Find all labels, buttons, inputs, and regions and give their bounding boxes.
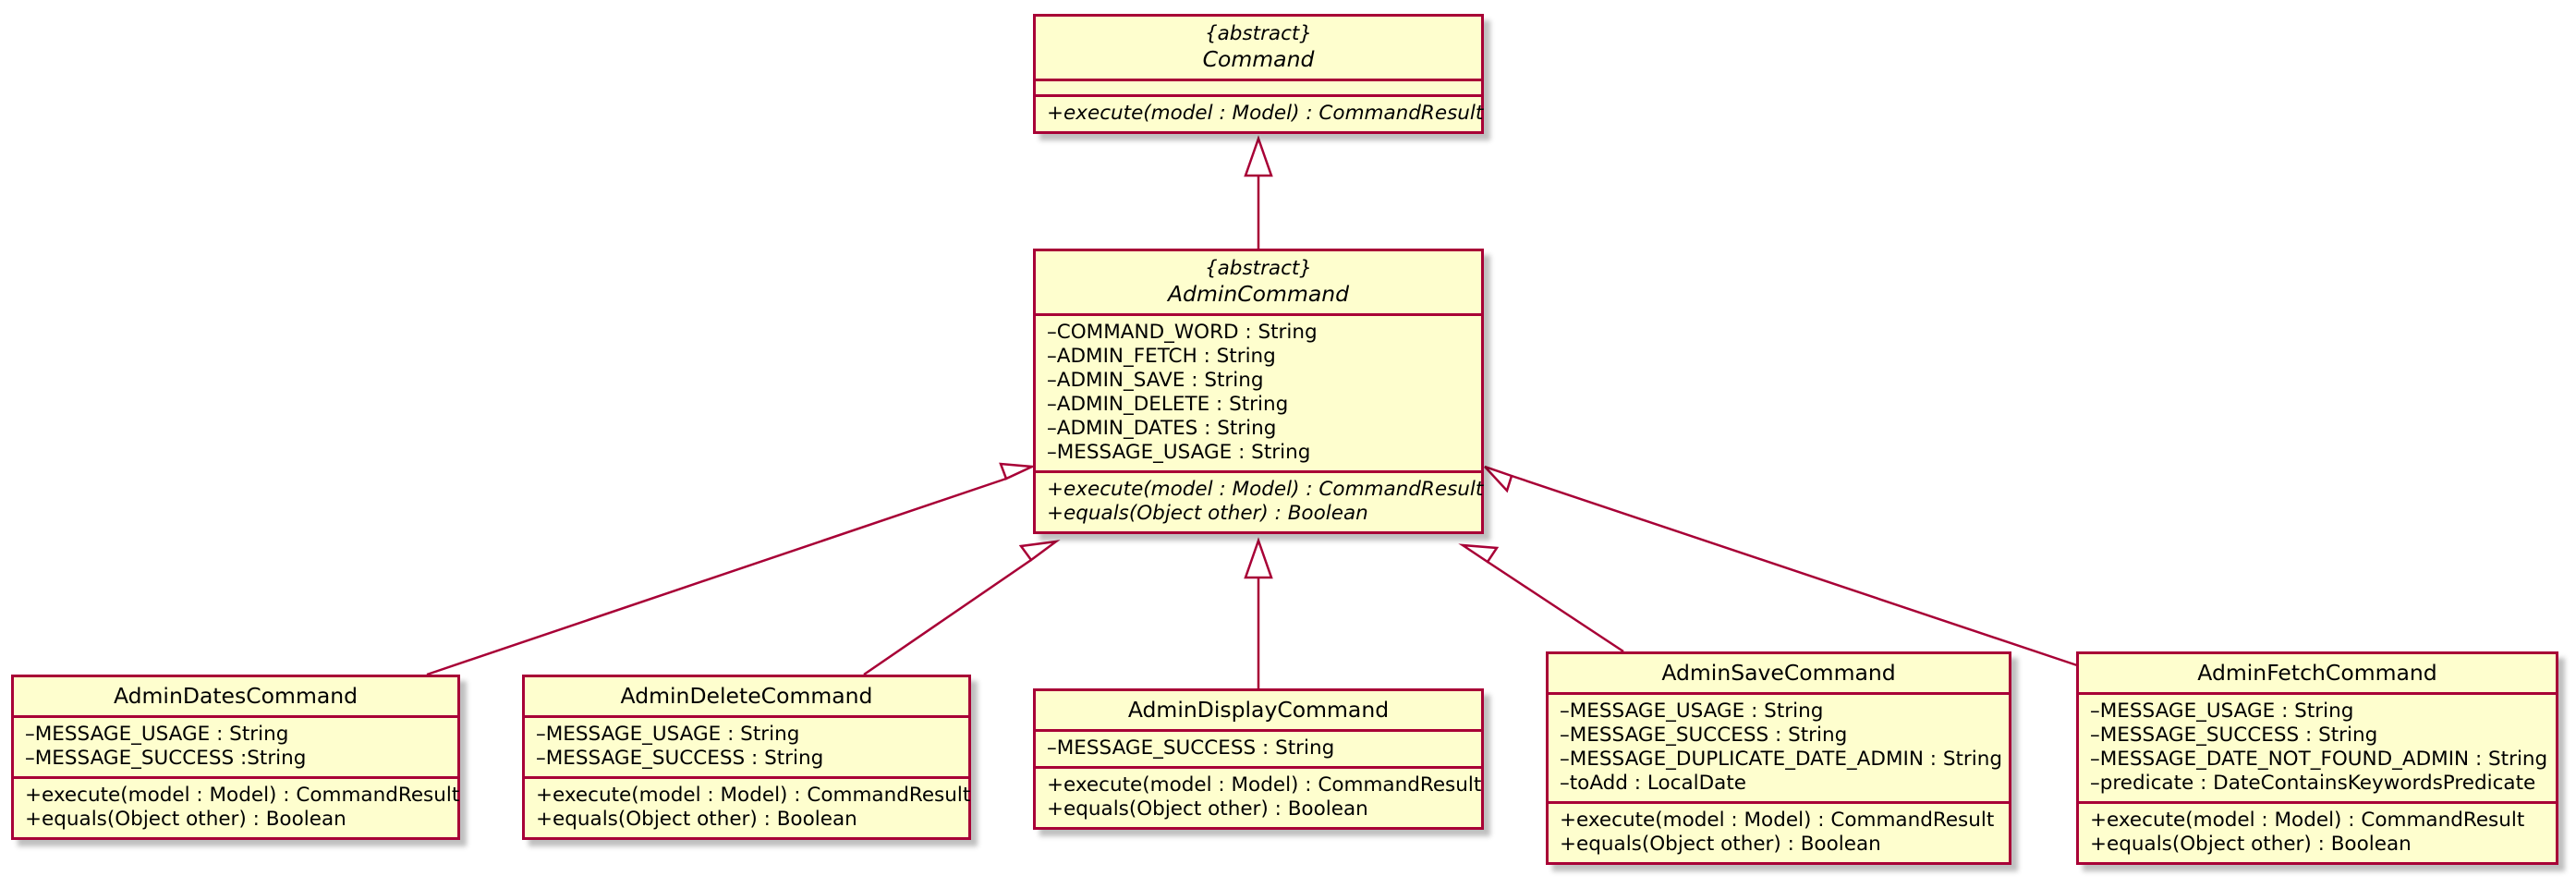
attribute-row: –ADMIN_FETCH : String (1047, 345, 1276, 368)
method-row: +equals(Object other) : Boolean (2090, 833, 2412, 856)
class-admin-command: {abstract} AdminCommand –COMMAND_WORD : … (1033, 249, 1484, 534)
methods-section: +execute(model : Model) : CommandResult … (1036, 766, 1481, 827)
method-row: +execute(model : Model) : CommandResult (25, 784, 460, 807)
inheritance-arrowhead-admindelete (1018, 540, 1061, 562)
class-name: AdminCommand (1167, 281, 1350, 307)
attributes-section (1036, 79, 1481, 94)
inheritance-arrowhead-admindisplay (1244, 537, 1273, 579)
methods-section: +execute(model : Model) : CommandResult … (14, 776, 460, 837)
inheritance-arrowhead-admindates (999, 462, 1037, 480)
methods-section: +execute(model : Model) : CommandResult … (1036, 470, 1484, 531)
methods-section: +execute(model : Model) : CommandResult … (525, 776, 971, 837)
attribute-row: –MESSAGE_USAGE : String (1560, 699, 1824, 723)
method-row: +equals(Object other) : Boolean (536, 808, 857, 831)
class-name: Command (1202, 46, 1315, 72)
class-command: {abstract} Command +execute(model : Mode… (1033, 14, 1484, 134)
class-admin-display-command: AdminDisplayCommand –MESSAGE_SUCCESS : S… (1033, 688, 1484, 830)
class-admin-dates-command: AdminDatesCommand –MESSAGE_USAGE : Strin… (11, 675, 460, 840)
method-row: +execute(model : Model) : CommandResult (1560, 809, 1995, 832)
attributes-section: –MESSAGE_USAGE : String –MESSAGE_SUCCESS… (525, 715, 968, 776)
method-row: +execute(model : Model) : CommandResult (1047, 773, 1482, 797)
class-header: AdminFetchCommand (2079, 654, 2556, 692)
method-row: +execute(model : Model) : CommandResult (1047, 102, 1484, 125)
method-row: +execute(model : Model) : CommandResult (536, 784, 971, 807)
class-name: AdminDeleteCommand (620, 683, 873, 709)
method-row: +equals(Object other) : Boolean (1560, 833, 1881, 856)
attribute-row: –MESSAGE_SUCCESS : String (1047, 736, 1335, 760)
attribute-row: –MESSAGE_DUPLICATE_DATE_ADMIN : String (1560, 748, 2002, 771)
attribute-row: –MESSAGE_DATE_NOT_FOUND_ADMIN : String (2090, 748, 2548, 771)
attribute-row: –MESSAGE_USAGE : String (2090, 699, 2354, 723)
class-header: AdminDatesCommand (14, 677, 457, 715)
attribute-row: –MESSAGE_USAGE : String (1047, 441, 1311, 464)
method-row: +execute(model : Model) : CommandResult (1047, 478, 1484, 501)
stereotype-label: {abstract} (1204, 257, 1313, 280)
attribute-row: –MESSAGE_USAGE : String (536, 723, 800, 746)
class-header: AdminDeleteCommand (525, 677, 968, 715)
attributes-section: –MESSAGE_USAGE : String –MESSAGE_SUCCESS… (1549, 692, 2009, 801)
class-name: AdminSaveCommand (1661, 660, 1896, 686)
method-row: +equals(Object other) : Boolean (25, 808, 346, 831)
inheritance-line-adminfetch (1511, 474, 2078, 667)
inheritance-line-admindelete (863, 558, 1032, 676)
inheritance-line-admindates (426, 477, 1007, 676)
attributes-section: –COMMAND_WORD : String –ADMIN_FETCH : St… (1036, 313, 1481, 470)
attribute-row: –COMMAND_WORD : String (1047, 321, 1318, 344)
methods-section: +execute(model : Model) : CommandResult … (1549, 801, 2009, 862)
class-name: AdminDisplayCommand (1127, 697, 1390, 723)
method-row: +execute(model : Model) : CommandResult (2090, 809, 2525, 832)
class-header: AdminDisplayCommand (1036, 691, 1481, 729)
attribute-row: –toAdd : LocalDate (1560, 772, 1746, 795)
inheritance-arrowhead-admincommand-command (1244, 135, 1273, 177)
class-name: AdminDatesCommand (113, 683, 358, 709)
inheritance-arrowhead-adminsave (1458, 543, 1500, 564)
attributes-section: –MESSAGE_SUCCESS : String (1036, 729, 1481, 766)
class-header: {abstract} AdminCommand (1036, 251, 1481, 313)
inheritance-line-adminsave (1487, 560, 1624, 653)
attribute-row: –MESSAGE_SUCCESS : String (536, 747, 824, 770)
class-header: {abstract} Command (1036, 17, 1481, 79)
attribute-row: –MESSAGE_USAGE : String (25, 723, 289, 746)
attributes-section: –MESSAGE_USAGE : String –MESSAGE_SUCCESS… (2079, 692, 2556, 801)
methods-section: +execute(model : Model) : CommandResult (1036, 94, 1484, 131)
class-admin-fetch-command: AdminFetchCommand –MESSAGE_USAGE : Strin… (2076, 651, 2558, 865)
attribute-row: –predicate : DateContainsKeywordsPredica… (2090, 772, 2536, 795)
methods-section: +execute(model : Model) : CommandResult … (2079, 801, 2556, 862)
class-admin-delete-command: AdminDeleteCommand –MESSAGE_USAGE : Stri… (522, 675, 971, 840)
attribute-row: –MESSAGE_SUCCESS : String (2090, 724, 2378, 747)
attribute-row: –ADMIN_DATES : String (1047, 417, 1277, 440)
class-header: AdminSaveCommand (1549, 654, 2009, 692)
attribute-row: –MESSAGE_SUCCESS :String (25, 747, 307, 770)
method-row: +equals(Object other) : Boolean (1047, 502, 1368, 525)
method-row: +equals(Object other) : Boolean (1047, 797, 1368, 821)
class-admin-save-command: AdminSaveCommand –MESSAGE_USAGE : String… (1546, 651, 2011, 865)
attribute-row: –MESSAGE_SUCCESS : String (1560, 724, 1848, 747)
inheritance-arrowhead-adminfetch (1484, 465, 1513, 493)
class-name: AdminFetchCommand (2197, 660, 2437, 686)
attributes-section: –MESSAGE_USAGE : String –MESSAGE_SUCCESS… (14, 715, 457, 776)
stereotype-label: {abstract} (1204, 22, 1313, 45)
attribute-row: –ADMIN_DELETE : String (1047, 393, 1289, 416)
attribute-row: –ADMIN_SAVE : String (1047, 369, 1264, 392)
